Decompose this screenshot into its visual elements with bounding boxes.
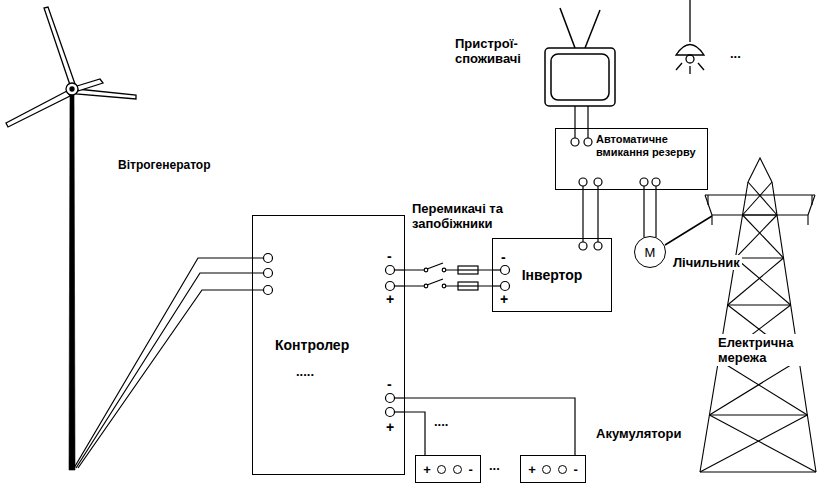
transfer-switch-box: Автоматичне вмикання резерву xyxy=(555,128,708,190)
polarity-sign: - xyxy=(387,249,392,264)
part-label: Перемикачі та запобіжники xyxy=(412,201,524,231)
power-tower xyxy=(700,158,816,472)
controller-box: Контролер xyxy=(252,215,405,475)
tower-brace xyxy=(700,415,807,472)
meter-letter: M xyxy=(635,237,665,267)
tower-brace xyxy=(735,257,783,258)
meter-symbol: MЛічильник xyxy=(634,236,666,268)
polarity-sign: - xyxy=(387,377,392,392)
wire xyxy=(405,412,425,455)
tower-brace xyxy=(700,471,816,472)
polarity-sign: + xyxy=(500,292,508,307)
grid-link-wire xyxy=(665,216,712,245)
terminal-dot xyxy=(437,465,446,474)
wire xyxy=(405,398,575,455)
terminal-dot xyxy=(453,465,462,474)
terminal-sign: + xyxy=(423,462,431,477)
part-label: Вітрогенератор xyxy=(118,158,211,173)
tower-brace xyxy=(709,360,799,415)
part-label: Пристрої-споживачі xyxy=(455,36,539,66)
switch-fuse-symbols xyxy=(424,262,478,290)
box-label: Контролер xyxy=(275,337,349,353)
wind-turbine xyxy=(6,7,136,470)
tower-brace xyxy=(728,304,791,305)
meter-label: Лічильник xyxy=(671,255,742,270)
polarity-sign: - xyxy=(501,250,506,265)
battery-box: +- xyxy=(415,455,481,483)
tower-brace xyxy=(743,215,784,258)
wire xyxy=(655,190,656,237)
ellipsis-mark: ..... xyxy=(296,364,314,379)
inverter-box: Інвертор xyxy=(492,238,612,312)
wire xyxy=(405,285,492,286)
wire xyxy=(582,190,583,238)
tower-leg xyxy=(772,182,816,472)
battery-box: +- xyxy=(520,455,586,483)
polarity-sign: + xyxy=(386,292,394,307)
ellipsis-mark: ... xyxy=(730,46,741,61)
ellipsis-mark: ... xyxy=(489,458,500,473)
tv-set xyxy=(545,8,615,106)
generator-wires xyxy=(74,258,264,468)
terminal-dot xyxy=(542,465,551,474)
part-label: Електрична мережа xyxy=(716,334,804,366)
tower-brace xyxy=(735,215,777,258)
wire xyxy=(643,190,644,237)
terminal-sign: - xyxy=(573,462,577,477)
tower-brace xyxy=(743,182,772,215)
tower-brace xyxy=(719,360,808,415)
polarity-sign: + xyxy=(386,420,394,435)
tower-leg xyxy=(700,182,748,472)
wire xyxy=(597,190,598,238)
box-label: Автоматичне вмикання резерву xyxy=(596,133,704,159)
box-label: Інвертор xyxy=(522,267,583,283)
terminal-dot xyxy=(558,465,567,474)
tower-brace xyxy=(709,415,816,472)
part-label: Акумулятори xyxy=(596,426,681,441)
lamp xyxy=(676,0,704,74)
wire xyxy=(405,269,492,270)
terminal-sign: + xyxy=(528,462,536,477)
tower-brace xyxy=(735,258,790,305)
tower-brace xyxy=(709,414,807,415)
ellipsis-mark: .... xyxy=(434,414,448,429)
tower-brace xyxy=(748,182,777,215)
tower-brace xyxy=(743,214,777,215)
terminal-sign: - xyxy=(468,462,472,477)
